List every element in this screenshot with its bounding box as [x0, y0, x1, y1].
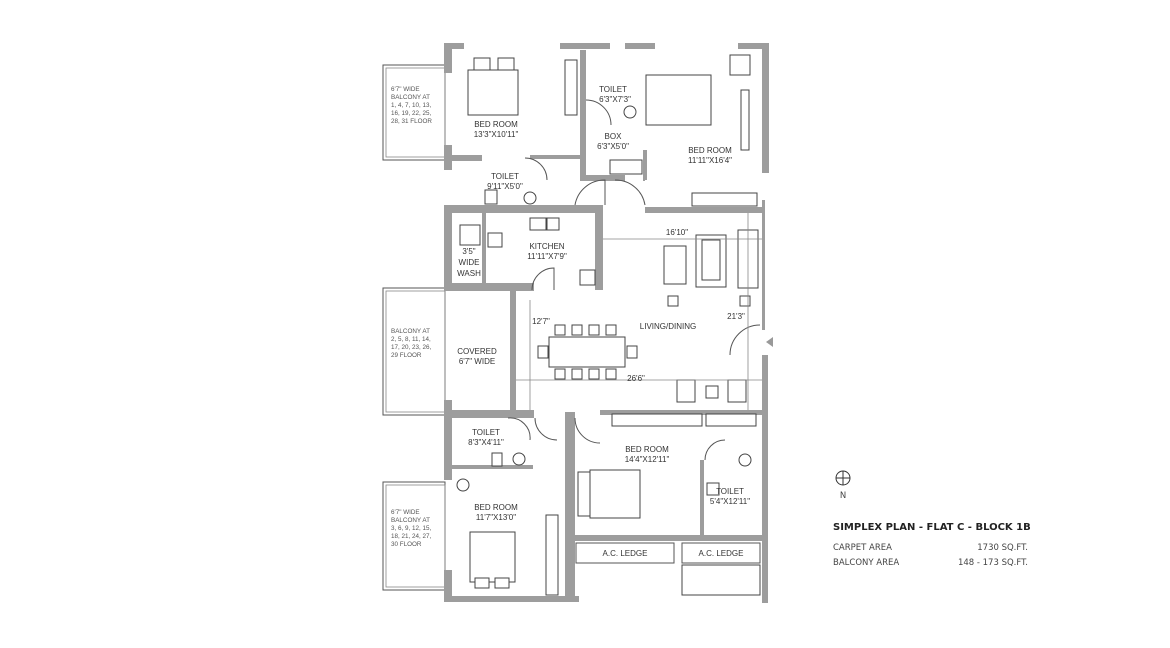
balconies-b3-1: BALCONY AT [391, 517, 430, 524]
rooms-living-dim_a: 16'10" [666, 228, 688, 237]
rooms-toilet4-name: TOILET [716, 487, 744, 496]
bed1-size: 13'3"X10'11" [474, 130, 519, 139]
rooms-living-dim_d: 26'6" [627, 374, 645, 383]
balconies-b3-0: 6'7" WIDE [391, 509, 420, 516]
balcony-2: BALCONY AT 2, 5, 8, 11, 14, 17, 20, 23, … [382, 287, 446, 416]
room-labels: BED ROOM 13'3"X10'11" TOILET 6'3"X7'3" B… [457, 85, 750, 558]
plan-carpet_area_value: 1730 SQ.FT. [977, 543, 1028, 553]
dimension-lines [516, 213, 762, 410]
rooms-toilet1-size: 6'3"X7'3" [599, 95, 631, 104]
plan-balcony_area_value: 148 - 173 SQ.FT. [958, 558, 1028, 568]
ac-ledges [575, 542, 761, 564]
rooms-bed2-size: 11'11"X16'4" [688, 156, 732, 165]
rooms-bed3-size: 14'4"X12'11" [625, 455, 670, 464]
living-dining-label: LIVING/DINING [640, 322, 696, 331]
north-compass-icon: N [835, 470, 851, 501]
doors [507, 99, 773, 461]
balconies-b1-4: 28, 31 FLOOR [391, 118, 432, 125]
rooms-bed4-name: BED ROOM [474, 503, 518, 512]
balconies-b1-2: 1, 4, 7, 10, 13, [391, 102, 432, 109]
rooms-kitchen-name: KITCHEN [529, 242, 564, 251]
rooms-covered-size: 6'7" WIDE [459, 357, 495, 366]
rooms-toilet2-size: 9'11"X5'0" [487, 182, 523, 191]
balconies-b2-1: 2, 5, 8, 11, 14, [391, 336, 431, 343]
plan-info: SIMPLEX PLAN - FLAT C - BLOCK 1B CARPET … [833, 522, 1031, 568]
balconies-b2-3: 29 FLOOR [391, 352, 422, 359]
rooms-toilet3-size: 8'3"X4'11" [468, 438, 504, 447]
rooms-kitchen-size: 11'11"X7'9" [527, 252, 567, 261]
rooms-wash-line2: WIDE [459, 258, 480, 267]
balconies-b3-3: 18, 21, 24, 27, [391, 533, 432, 540]
walls [444, 43, 769, 603]
balconies-b2-2: 17, 20, 23, 26, [391, 344, 432, 351]
plan-carpet_area_label: CARPET AREA [833, 543, 892, 553]
rooms-wash-line1: 3'5" [462, 247, 475, 256]
balconies-b1-0: 6'7" WIDE [391, 86, 420, 93]
rooms-toilet1-name: TOILET [599, 85, 627, 94]
rooms-living-dim_c: 21'3" [727, 312, 745, 321]
rooms-bed3-name: BED ROOM [625, 445, 669, 454]
plan-balcony_area_label: BALCONY AREA [833, 558, 899, 568]
plan-north_label: N [840, 491, 846, 501]
balcony-3: 6'7" WIDE BALCONY AT 3, 6, 9, 12, 15, 18… [382, 481, 446, 591]
rooms-living-dim_b: 12'7" [532, 317, 550, 326]
balcony-1: 6'7" WIDE BALCONY AT 1, 4, 7, 10, 13, 16… [382, 64, 446, 161]
rooms-wash-line3: WASH [457, 269, 481, 278]
plan-title: SIMPLEX PLAN - FLAT C - BLOCK 1B [833, 522, 1031, 533]
entrance-arrow-icon [766, 337, 773, 347]
rooms-bed2-name: BED ROOM [688, 146, 732, 155]
rooms-ac_ledge2: A.C. LEDGE [699, 549, 744, 558]
rooms-toilet3-name: TOILET [472, 428, 500, 437]
rooms-covered-name: COVERED [457, 347, 497, 356]
rooms-toilet2-name: TOILET [491, 172, 519, 181]
rooms-toilet4-size: 5'4"X12'11" [710, 497, 750, 506]
rooms-box-size: 6'3"X5'0" [597, 142, 629, 151]
balconies-b2-0: BALCONY AT [391, 328, 430, 335]
balconies-b3-4: 30 FLOOR [391, 541, 422, 548]
balconies-b1-1: BALCONY AT [391, 94, 430, 101]
furniture [456, 54, 761, 596]
rooms-box-name: BOX [605, 132, 623, 141]
bed1-name: BED ROOM [474, 120, 518, 129]
balconies-b3-2: 3, 6, 9, 12, 15, [391, 525, 432, 532]
rooms-bed4-size: 11'7"X13'0" [476, 513, 516, 522]
balconies-b1-3: 16, 19, 22, 25, [391, 110, 432, 117]
rooms-ac_ledge1: A.C. LEDGE [603, 549, 648, 558]
